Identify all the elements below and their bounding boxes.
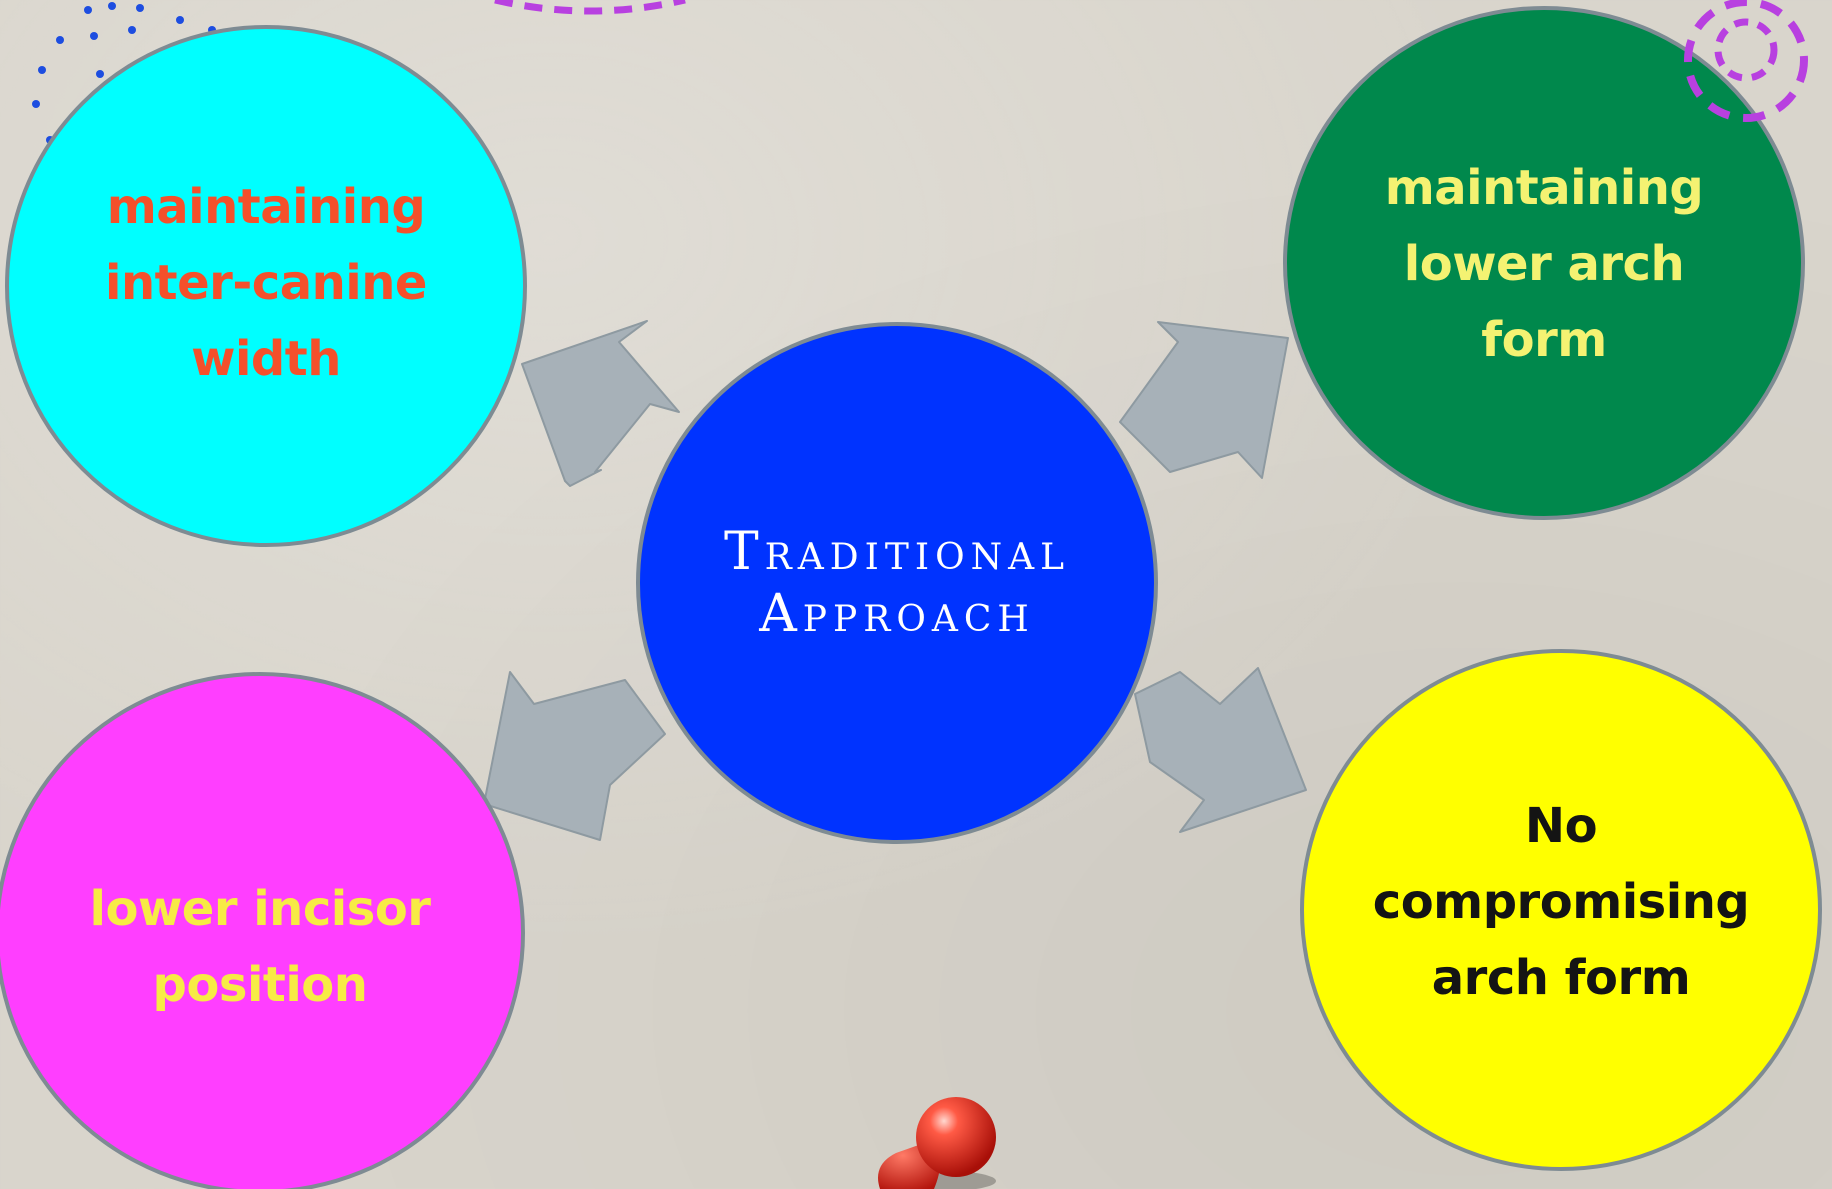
arrow-to-no-compromising: [1134, 667, 1307, 833]
center-line: Traditional: [723, 522, 1071, 582]
traditional-approach-node: Traditional Approach: [636, 322, 1158, 844]
arrow-to-lower-incisor: [483, 671, 666, 841]
inter-canine-line: width: [191, 331, 341, 387]
no-compromising-line: compromising: [1372, 874, 1750, 930]
lower-arch-line: form: [1481, 312, 1607, 368]
inter-canine-line: inter-canine: [105, 255, 427, 311]
inter-canine-line: maintaining: [106, 179, 426, 235]
lower-incisor-node: lower incisor position: [0, 672, 525, 1189]
lower-arch-line: maintaining: [1384, 160, 1704, 216]
center-line: Approach: [759, 584, 1035, 644]
lower-incisor-label: lower incisor position: [90, 871, 431, 1023]
arrow-to-lower-arch: [1119, 321, 1289, 479]
lower-arch-node: maintaining lower arch form: [1283, 6, 1805, 520]
traditional-approach-label: Traditional Approach: [724, 521, 1070, 645]
inter-canine-label: maintaining inter-canine width: [105, 169, 427, 397]
lower-incisor-line: lower incisor: [89, 881, 431, 937]
inter-canine-node: maintaining inter-canine width: [5, 25, 527, 547]
arrow-to-inter-canine: [521, 320, 680, 487]
no-compromising-node: No compromising arch form: [1300, 649, 1822, 1171]
dashed-arc-decoration: [494, 0, 686, 15]
lower-arch-line: lower arch: [1403, 236, 1685, 292]
pushpin-icon: [878, 1097, 996, 1189]
no-compromising-label: No compromising arch form: [1372, 788, 1750, 1016]
dashed-ring-decoration: [1684, 0, 1808, 122]
no-compromising-line: No: [1524, 798, 1598, 854]
no-compromising-line: arch form: [1431, 950, 1691, 1006]
lower-incisor-line: position: [152, 957, 368, 1013]
lower-arch-label: maintaining lower arch form: [1384, 150, 1704, 378]
